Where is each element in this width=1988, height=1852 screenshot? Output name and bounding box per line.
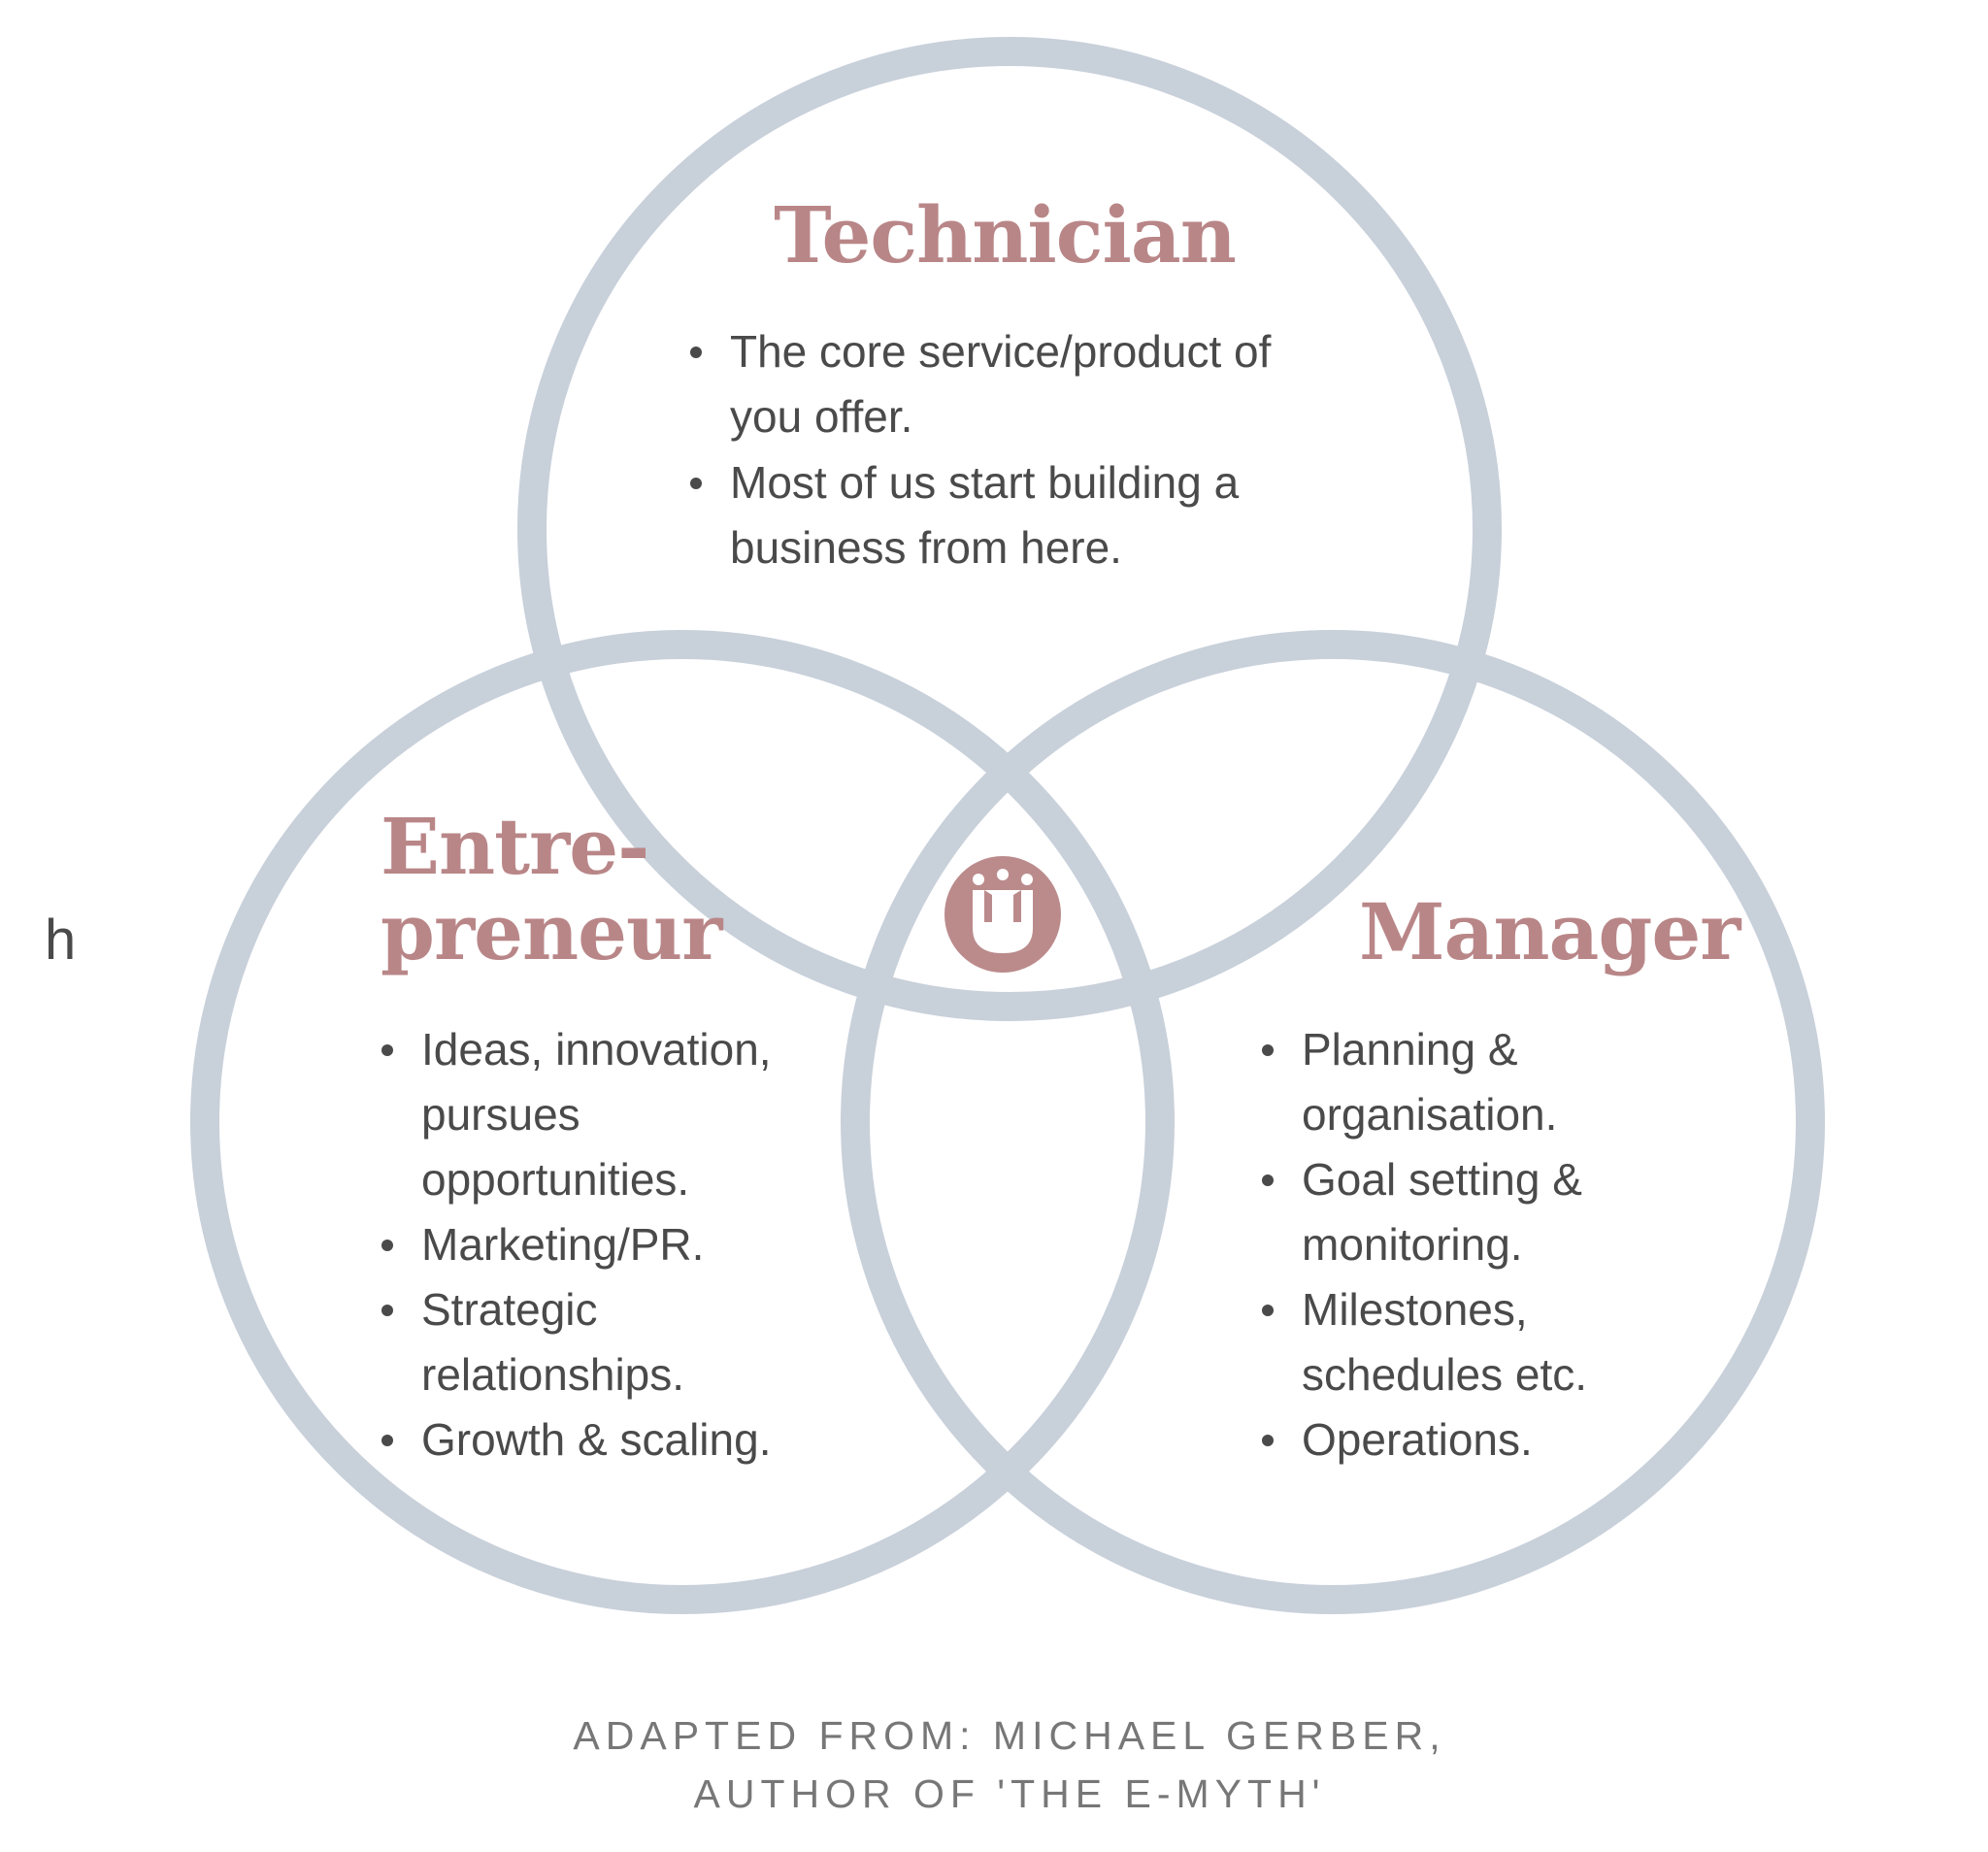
manager-bullet-4-line-1: Operations. <box>1302 1414 1533 1465</box>
technician-bullet-2-line-1: Most of us start building a <box>730 457 1240 508</box>
bullet-dot <box>690 478 702 489</box>
caption-line-1: ADAPTED FROM: MICHAEL GERBER, <box>573 1713 1445 1758</box>
bullet-dot <box>1262 1305 1274 1316</box>
manager-bullet-1-line-2: organisation. <box>1302 1089 1557 1140</box>
entrepreneur-bullet-3-line-2: relationships. <box>421 1349 684 1400</box>
manager-bullet-3-line-1: Milestones, <box>1302 1284 1528 1335</box>
bullet-dot <box>381 1435 393 1446</box>
entrepreneur-bullet-1-line-2: pursues <box>421 1089 580 1140</box>
entrepreneur-section: Entre- preneur Ideas, innovation, pursue… <box>381 801 772 1465</box>
technician-bullet-1-line-1: The core service/product of <box>730 326 1272 377</box>
source-caption: ADAPTED FROM: MICHAEL GERBER, AUTHOR OF … <box>573 1713 1445 1816</box>
entrepreneur-bullet-4-line-1: Growth & scaling. <box>421 1414 771 1465</box>
bullet-dot <box>381 1240 393 1251</box>
entrepreneur-bullet-1-line-3: opportunities. <box>421 1154 689 1205</box>
manager-bullet-2-line-1: Goal setting & <box>1302 1154 1582 1205</box>
caption-line-2: AUTHOR OF 'THE E-MYTH' <box>693 1771 1325 1816</box>
entrepreneur-title-line-1: Entre- <box>381 801 648 892</box>
bullet-dot <box>690 347 702 358</box>
entrepreneur-ring <box>190 630 1175 1614</box>
manager-bullet-1-line-1: Planning & <box>1302 1024 1518 1075</box>
entrepreneur-bullet-2-line-1: Marketing/PR. <box>421 1219 704 1270</box>
center-logo <box>944 856 1061 973</box>
manager-bullet-2-line-2: monitoring. <box>1302 1219 1523 1270</box>
bullet-dot <box>381 1305 393 1316</box>
stray-mark: h <box>45 909 76 972</box>
entrepreneur-bullets: Ideas, innovation, pursues opportunities… <box>381 1024 772 1465</box>
manager-ring <box>841 630 1825 1614</box>
manager-section: Manager Planning & organisation. Goal se… <box>1262 886 1742 1465</box>
bullet-dot <box>1262 1044 1274 1056</box>
bullet-dot <box>381 1044 393 1056</box>
crown-notches <box>984 890 1021 922</box>
bullet-dot <box>1262 1435 1274 1446</box>
venn-rings <box>190 37 1825 1614</box>
technician-bullet-2-line-2: business from here. <box>730 522 1122 573</box>
technician-ring <box>517 37 1502 1021</box>
entrepreneur-title-line-2: preneur <box>381 886 723 977</box>
technician-section: Technician The core service/product of y… <box>690 189 1272 573</box>
entrepreneur-bullet-1-line-1: Ideas, innovation, <box>421 1024 772 1075</box>
technician-bullets: The core service/product of you offer. M… <box>690 326 1272 573</box>
bullet-dot <box>1262 1174 1274 1186</box>
manager-title: Manager <box>1359 886 1741 977</box>
manager-bullets: Planning & organisation. Goal setting & … <box>1262 1024 1587 1465</box>
technician-bullet-1-line-2: you offer. <box>730 391 912 442</box>
entrepreneur-bullet-3-line-1: Strategic <box>421 1284 598 1335</box>
technician-title: Technician <box>774 189 1236 281</box>
manager-bullet-3-line-2: schedules etc. <box>1302 1349 1587 1400</box>
